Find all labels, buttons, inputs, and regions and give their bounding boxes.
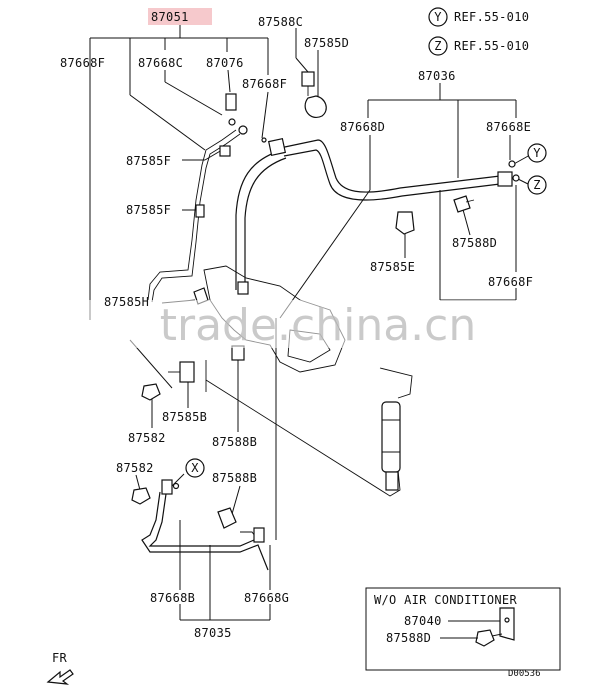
label-87588B-upper[interactable]: 87588B — [212, 435, 257, 449]
label-87585F-1[interactable]: 87585F — [126, 154, 171, 168]
clamp-87585D — [304, 95, 327, 118]
label-87585F-2[interactable]: 87585F — [126, 203, 171, 217]
nut-87582-lower — [131, 487, 151, 505]
label-87051[interactable]: 87051 — [151, 10, 189, 24]
diagram-code: D00536 — [508, 669, 541, 679]
label-87588D-inset[interactable]: 87588D — [386, 631, 431, 645]
hoses — [141, 129, 501, 571]
label-87582-lower[interactable]: 87582 — [116, 461, 154, 475]
label-87585D[interactable]: 87585D — [304, 36, 349, 50]
fr-label: FR — [52, 651, 68, 665]
marker-y-ref: Y — [434, 10, 442, 24]
watermark-text: trade.china.cn — [160, 300, 477, 351]
nut-87582-upper — [141, 383, 161, 401]
label-87588B-lower[interactable]: 87588B — [212, 471, 257, 485]
ref-label-z: REF.55-010 — [454, 39, 529, 53]
label-87668B[interactable]: 87668B — [150, 591, 195, 605]
bolt-87076 — [225, 93, 237, 111]
inset-without-ac: W/O AIR CONDITIONER 87040 87588D — [365, 587, 561, 671]
label-87040[interactable]: 87040 — [404, 614, 442, 628]
bolt-87588B-lower — [217, 507, 237, 529]
components — [131, 71, 520, 647]
watermark-band: trade.china.cn — [80, 300, 540, 351]
label-87585B[interactable]: 87585B — [162, 410, 207, 424]
label-87036[interactable]: 87036 — [418, 69, 456, 83]
label-87582-upper[interactable]: 87582 — [128, 431, 166, 445]
bolt-87588D — [453, 195, 471, 213]
label-87668F-right[interactable]: 87668F — [488, 275, 533, 289]
bracket-87040 — [499, 607, 515, 641]
label-87668E[interactable]: 87668E — [486, 120, 531, 134]
marker-y: Y — [533, 146, 541, 160]
label-87588C[interactable]: 87588C — [258, 15, 303, 29]
label-87588D-right[interactable]: 87588D — [452, 236, 497, 250]
part-highlight — [148, 8, 212, 25]
label-87668F-mid[interactable]: 87668F — [242, 77, 287, 91]
label-87585H[interactable]: 87585H — [104, 295, 149, 309]
ref-label-y: REF.55-010 — [454, 10, 529, 24]
marker-z: Z — [533, 178, 541, 192]
condenser-frame — [205, 379, 401, 497]
label-87668C[interactable]: 87668C — [138, 56, 183, 70]
label-87668F-top-left[interactable]: 87668F — [60, 56, 105, 70]
bolt-87588D-inset — [475, 629, 495, 647]
receiver-drier — [381, 401, 401, 473]
inset-title: W/O AIR CONDITIONER — [374, 593, 517, 607]
bolt-87588C — [301, 71, 315, 87]
leader-lines — [89, 25, 531, 621]
marker-x: X — [191, 461, 199, 475]
fr-arrow-icon — [46, 669, 74, 685]
label-87076[interactable]: 87076 — [206, 56, 244, 70]
label-87668G[interactable]: 87668G — [244, 591, 289, 605]
label-87035[interactable]: 87035 — [194, 626, 232, 640]
label-87585E[interactable]: 87585E — [370, 260, 415, 274]
label-87668D[interactable]: 87668D — [340, 120, 385, 134]
clip-87585E — [395, 211, 415, 235]
part-labels: 87051 87668F 87668C 87076 87668F 87588C … — [60, 10, 533, 640]
marker-z-ref: Z — [434, 39, 442, 53]
front-indicator: FR — [46, 651, 74, 685]
ref-markers: Y REF.55-010 Z REF.55-010 Y Z X — [185, 7, 547, 478]
